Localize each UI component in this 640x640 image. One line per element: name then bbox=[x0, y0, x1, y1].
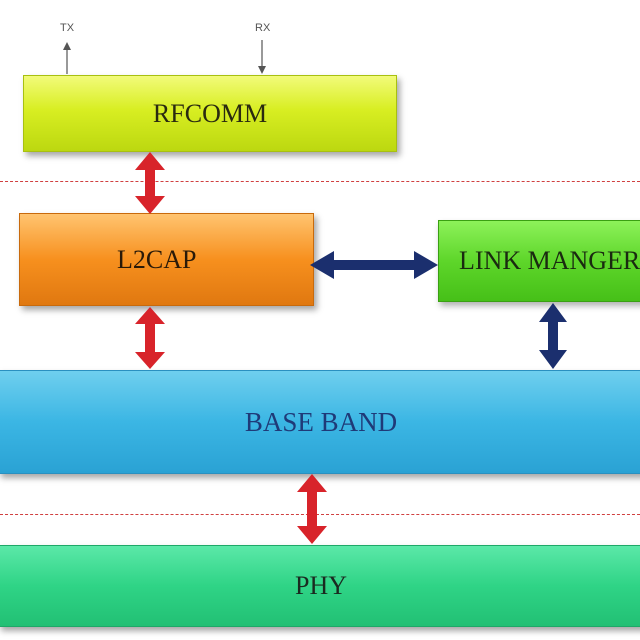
tx-label: TX bbox=[60, 22, 75, 34]
link-manager-block: LINK MANGER bbox=[438, 220, 640, 302]
link-manager-label: LINK MANGER bbox=[459, 246, 640, 275]
rfcomm-block: RFCOMM bbox=[23, 75, 397, 152]
baseband-phy-arrow bbox=[297, 474, 327, 544]
l2cap-baseband-arrow bbox=[135, 307, 165, 369]
l2cap-label: L2CAP bbox=[117, 244, 197, 274]
rfcomm-l2cap-arrow bbox=[135, 152, 165, 214]
rfcomm-label: RFCOMM bbox=[152, 98, 268, 128]
divider-lower bbox=[0, 514, 640, 515]
divider-upper bbox=[0, 181, 640, 182]
l2cap-block: L2CAP bbox=[19, 213, 314, 306]
phy-block: PHY bbox=[0, 545, 640, 627]
base-band-block: BASE BAND bbox=[0, 370, 640, 474]
link-manager-baseband-arrow bbox=[539, 303, 567, 369]
base-band-label: BASE BAND bbox=[244, 406, 398, 437]
rx-label: RX bbox=[255, 22, 271, 34]
l2cap-link-manager-arrow bbox=[310, 251, 438, 279]
phy-label: PHY bbox=[294, 571, 347, 600]
